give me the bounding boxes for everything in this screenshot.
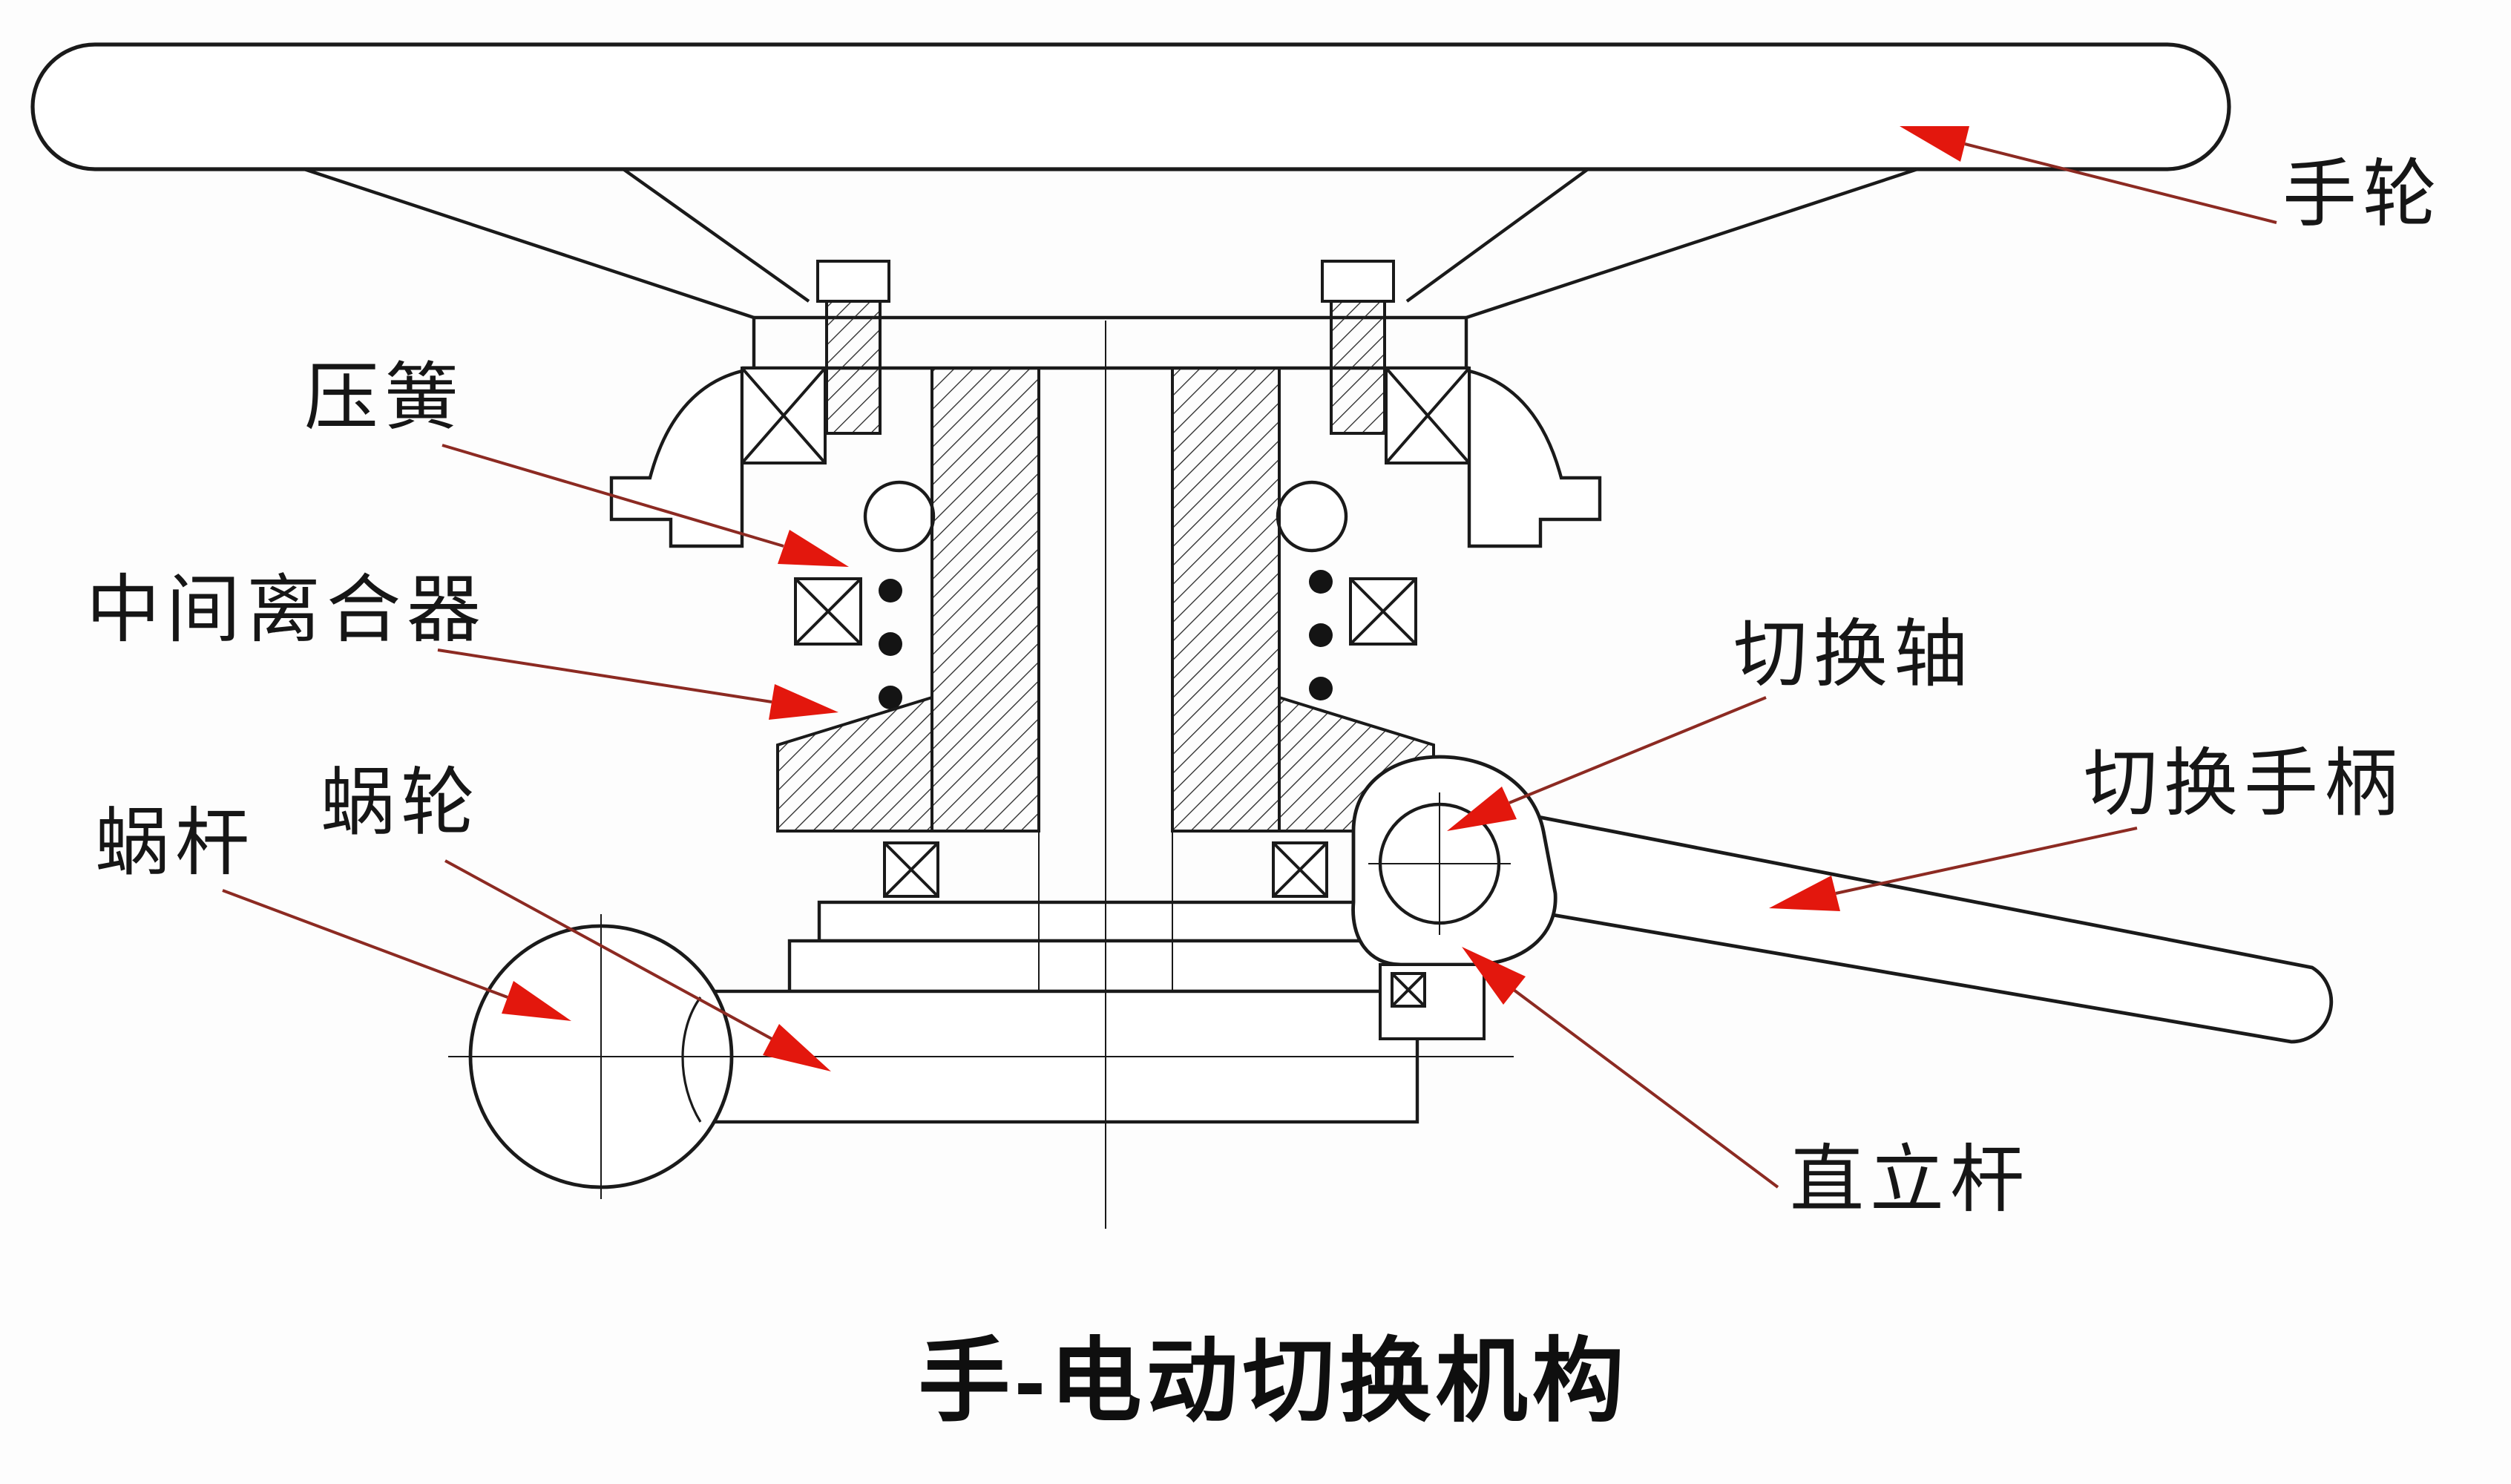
switch-handle — [1511, 814, 2334, 1044]
leader-switching-shaft — [1447, 696, 1767, 831]
clutch-sleeve-left — [776, 367, 1040, 833]
leader-handwheel — [1900, 126, 2277, 224]
label-vertical-rod: 直立杆 — [1790, 1138, 2030, 1221]
vertical-rod-block — [1379, 963, 1486, 1040]
leader-vertical-rod — [1462, 947, 1779, 1189]
arrow-intermediate-clutch — [769, 684, 838, 720]
label-compression-spring: 压簧 — [304, 356, 465, 439]
spring-coils-left — [879, 579, 902, 709]
bearing-mid-right — [1349, 577, 1417, 646]
arrow-compression-spring — [778, 530, 849, 567]
bolt-right — [1321, 260, 1395, 435]
arrow-switching-shaft — [1447, 787, 1517, 831]
bearing-flange-right — [1467, 369, 1602, 548]
arrow-vertical-rod — [1462, 947, 1526, 1005]
leader-switching-handle — [1769, 827, 2138, 911]
arrow-worm-wheel — [763, 1024, 831, 1071]
bearing-flange-left — [609, 369, 744, 548]
label-switching-shaft: 切换轴 — [1733, 613, 1974, 696]
diagram-title: 手-电动切换机构 — [918, 1330, 1628, 1433]
bearing-low-left — [883, 841, 939, 898]
spring-coils-right — [1309, 570, 1333, 700]
arrow-handwheel — [1900, 126, 1969, 162]
label-intermediate-clutch: 中间离合器 — [86, 568, 487, 651]
leader-worm — [222, 889, 571, 1021]
leader-compression-spring — [442, 444, 849, 567]
bearing-low-right — [1272, 841, 1328, 898]
label-worm: 蜗杆 — [95, 801, 255, 884]
handwheel-spokes — [303, 167, 1918, 370]
label-worm-wheel: 蜗轮 — [321, 761, 481, 844]
bearing-top-left — [741, 367, 827, 464]
arrow-switching-handle — [1769, 876, 1840, 911]
bolt-left — [816, 260, 890, 435]
ball-bearing-right — [1276, 480, 1348, 553]
arrow-worm — [502, 981, 571, 1021]
bearing-mid-left — [794, 577, 862, 646]
centerlines — [448, 321, 1514, 1229]
leader-intermediate-clutch — [437, 649, 838, 720]
leader-worm-wheel — [444, 859, 831, 1071]
label-switching-handle: 切换手柄 — [2084, 742, 2404, 825]
bearing-top-right — [1385, 367, 1471, 464]
label-handwheel: 手轮 — [2282, 153, 2443, 236]
housing-base — [695, 900, 1419, 1124]
switch-shaft-circle — [1368, 792, 1511, 935]
ball-bearing-left — [863, 480, 936, 553]
handwheel-rim — [30, 42, 2231, 171]
